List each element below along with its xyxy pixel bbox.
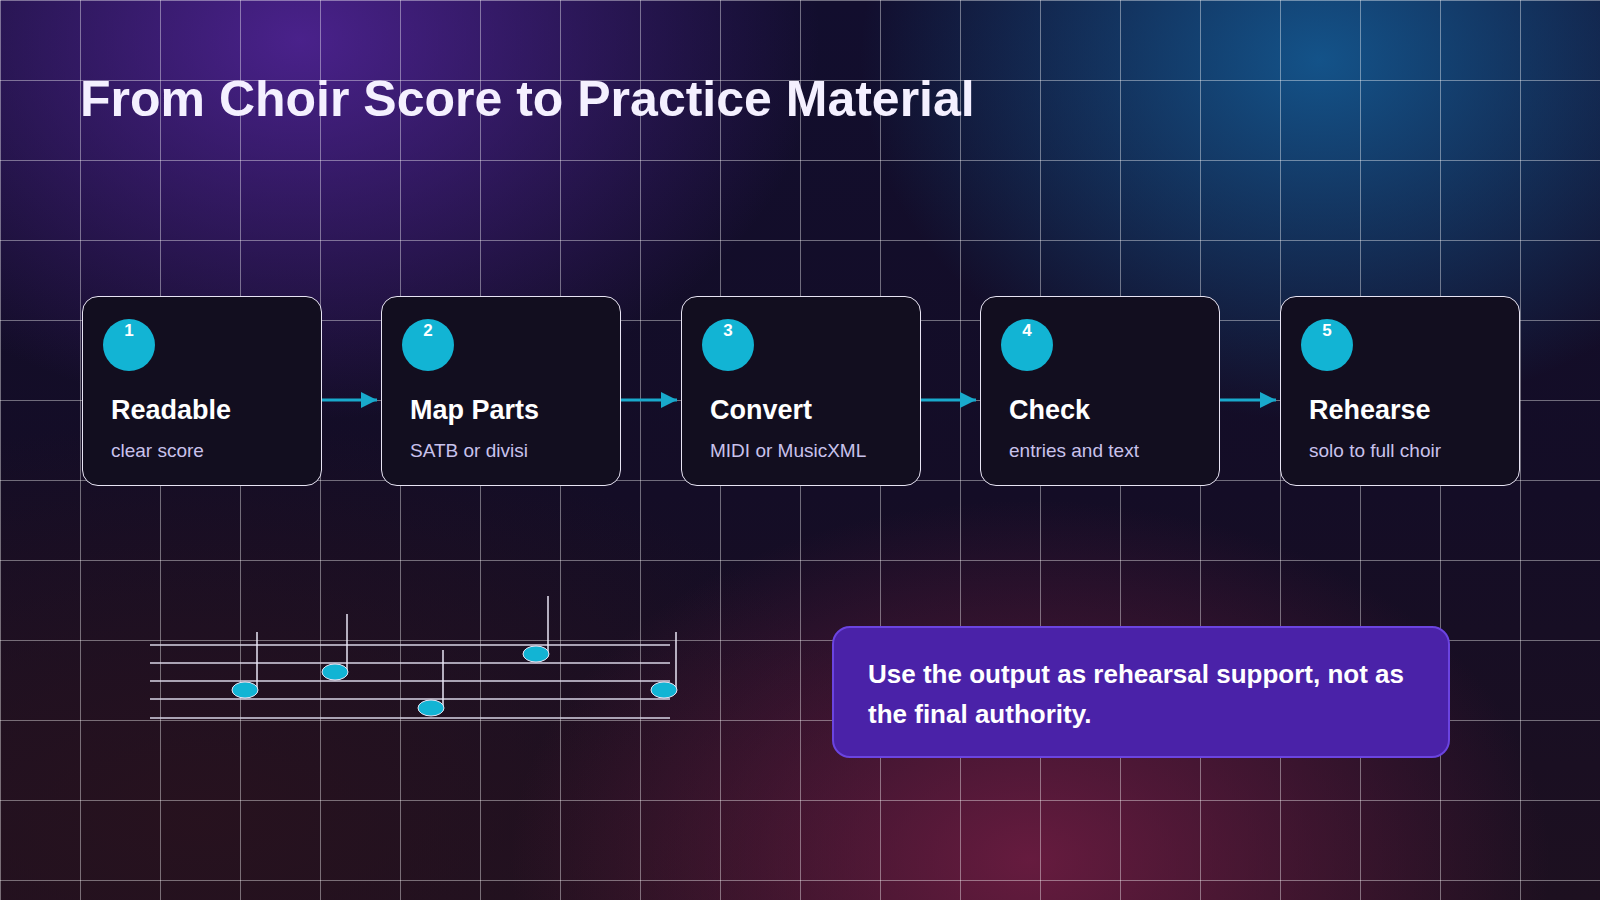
step-description: SATB or divisi [410,439,608,463]
step-badge: 4 [1001,319,1053,371]
step-box: 2Map PartsSATB or divisi [381,296,621,486]
flow-arrow [921,399,976,402]
step-number: 3 [702,319,754,341]
step-description: MIDI or MusicXML [710,439,908,463]
step-number: 2 [402,319,454,341]
note-box: Use the output as rehearsal support, not… [832,626,1450,758]
slide-title: From Choir Score to Practice Material [80,70,975,128]
step-box: 1Readable clear score [82,296,322,486]
notes [232,596,677,716]
step-heading: Readable [111,393,309,427]
flow-arrow [621,399,677,402]
step-box: 3ConvertMIDI or MusicXML [681,296,921,486]
step-number: 1 [103,319,155,341]
step-heading: Map Parts [410,393,608,427]
step-box: 4Check entries and text [980,296,1220,486]
step-box: 5Rehearse solo to full choir [1280,296,1520,486]
step-heading: Check [1009,393,1207,427]
step-badge: 3 [702,319,754,371]
staff [150,645,670,718]
step-badge: 1 [103,319,155,371]
step-description: solo to full choir [1309,439,1507,463]
step-badge: 2 [402,319,454,371]
step-heading: Rehearse [1309,393,1507,427]
flow-arrow [1220,399,1276,402]
step-heading: Convert [710,393,908,427]
step-number: 5 [1301,319,1353,341]
step-description: clear score [111,439,309,463]
step-badge: 5 [1301,319,1353,371]
step-number: 4 [1001,319,1053,341]
note-text: Use the output as rehearsal support, not… [868,654,1418,734]
flow-arrow [322,399,377,402]
step-description: entries and text [1009,439,1207,463]
